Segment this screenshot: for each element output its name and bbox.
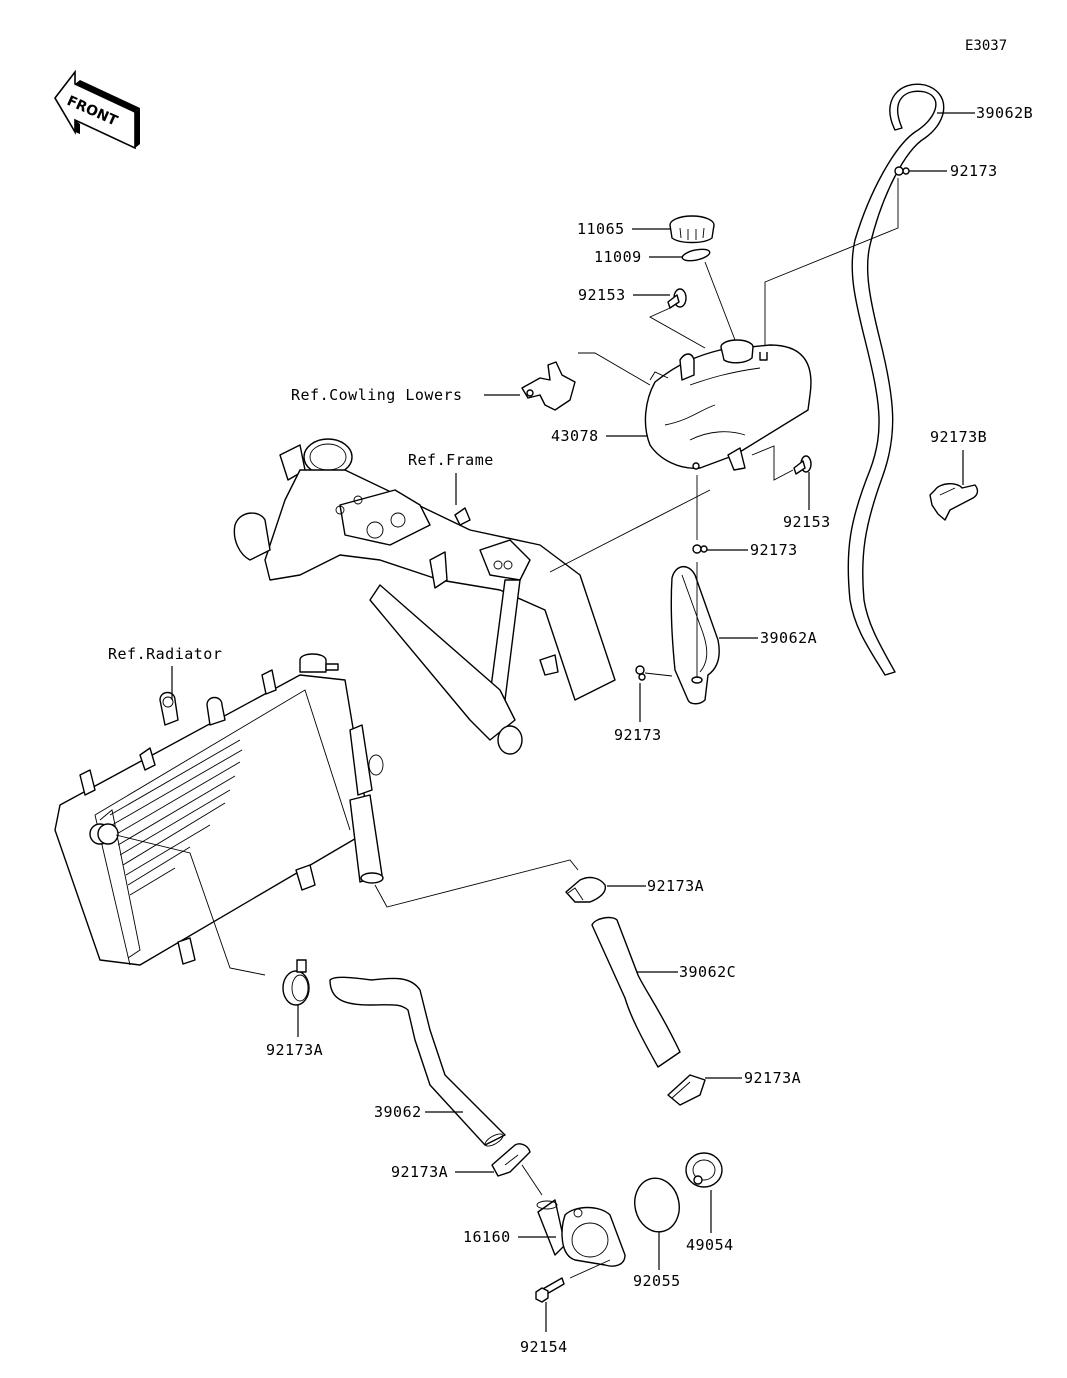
- part-label-92173-mid: 92173: [750, 541, 798, 559]
- bolt-92153-top: [667, 288, 687, 309]
- part-label-92055: 92055: [633, 1272, 681, 1290]
- part-label-39062A: 39062A: [760, 629, 817, 647]
- hose-39062A: [670, 566, 720, 705]
- thermostat-49054: [685, 1152, 723, 1188]
- part-label-39062B: 39062B: [976, 104, 1033, 122]
- reservoir-cap-11065: [669, 215, 715, 244]
- part-label-39062C: 39062C: [679, 963, 736, 981]
- part-label-92173A-4: 92173A: [391, 1163, 448, 1181]
- frame-reference: [233, 438, 616, 755]
- clamp-92173A-3: [667, 1074, 706, 1106]
- part-label-92173-low: 92173: [614, 726, 662, 744]
- reservoir-tank-43078: [644, 339, 812, 471]
- part-label-92153-right: 92153: [783, 513, 831, 531]
- part-label-92173A-2: 92173A: [266, 1041, 323, 1059]
- part-label-92154: 92154: [520, 1338, 568, 1356]
- gasket-11009: [681, 248, 711, 262]
- clip-92173-mid: [692, 544, 708, 554]
- hose-39062C: [591, 916, 681, 1068]
- o-ring-92055: [634, 1177, 680, 1233]
- clip-92173-top: [894, 166, 910, 176]
- cowling-bracket: [521, 361, 576, 411]
- part-label-92153-top: 92153: [578, 286, 626, 304]
- part-label-11009: 11009: [594, 248, 642, 266]
- part-label-49054: 49054: [686, 1236, 734, 1254]
- part-label-92173A-3: 92173A: [744, 1069, 801, 1087]
- ref-label-radiator: Ref.Radiator: [108, 645, 222, 663]
- part-label-92173A-1: 92173A: [647, 877, 704, 895]
- diagram-code: E3037: [965, 38, 1007, 54]
- bolt-92153-right: [793, 455, 812, 475]
- part-label-11065: 11065: [577, 220, 625, 238]
- part-label-92173B: 92173B: [930, 428, 987, 446]
- part-label-92173-top: 92173: [950, 162, 998, 180]
- part-label-16160: 16160: [463, 1228, 511, 1246]
- clip-92173-low: [635, 665, 646, 681]
- clamp-92173A-1: [565, 876, 607, 903]
- clamp-92173B: [929, 483, 979, 521]
- ref-label-frame: Ref.Frame: [408, 451, 494, 469]
- hose-39062B: [847, 83, 945, 676]
- front-arrow-icon: FRONT: [54, 69, 140, 150]
- thermostat-housing-16160: [536, 1199, 626, 1267]
- part-label-39062: 39062: [374, 1103, 422, 1121]
- bolt-92154: [535, 1277, 565, 1303]
- hose-39062: [329, 976, 506, 1147]
- clamp-92173A-4: [491, 1143, 531, 1177]
- radiator-reference: [54, 653, 384, 966]
- part-label-43078: 43078: [551, 427, 599, 445]
- ref-label-cowling-lowers: Ref.Cowling Lowers: [291, 386, 463, 404]
- clamp-92173A-2: [282, 959, 310, 1006]
